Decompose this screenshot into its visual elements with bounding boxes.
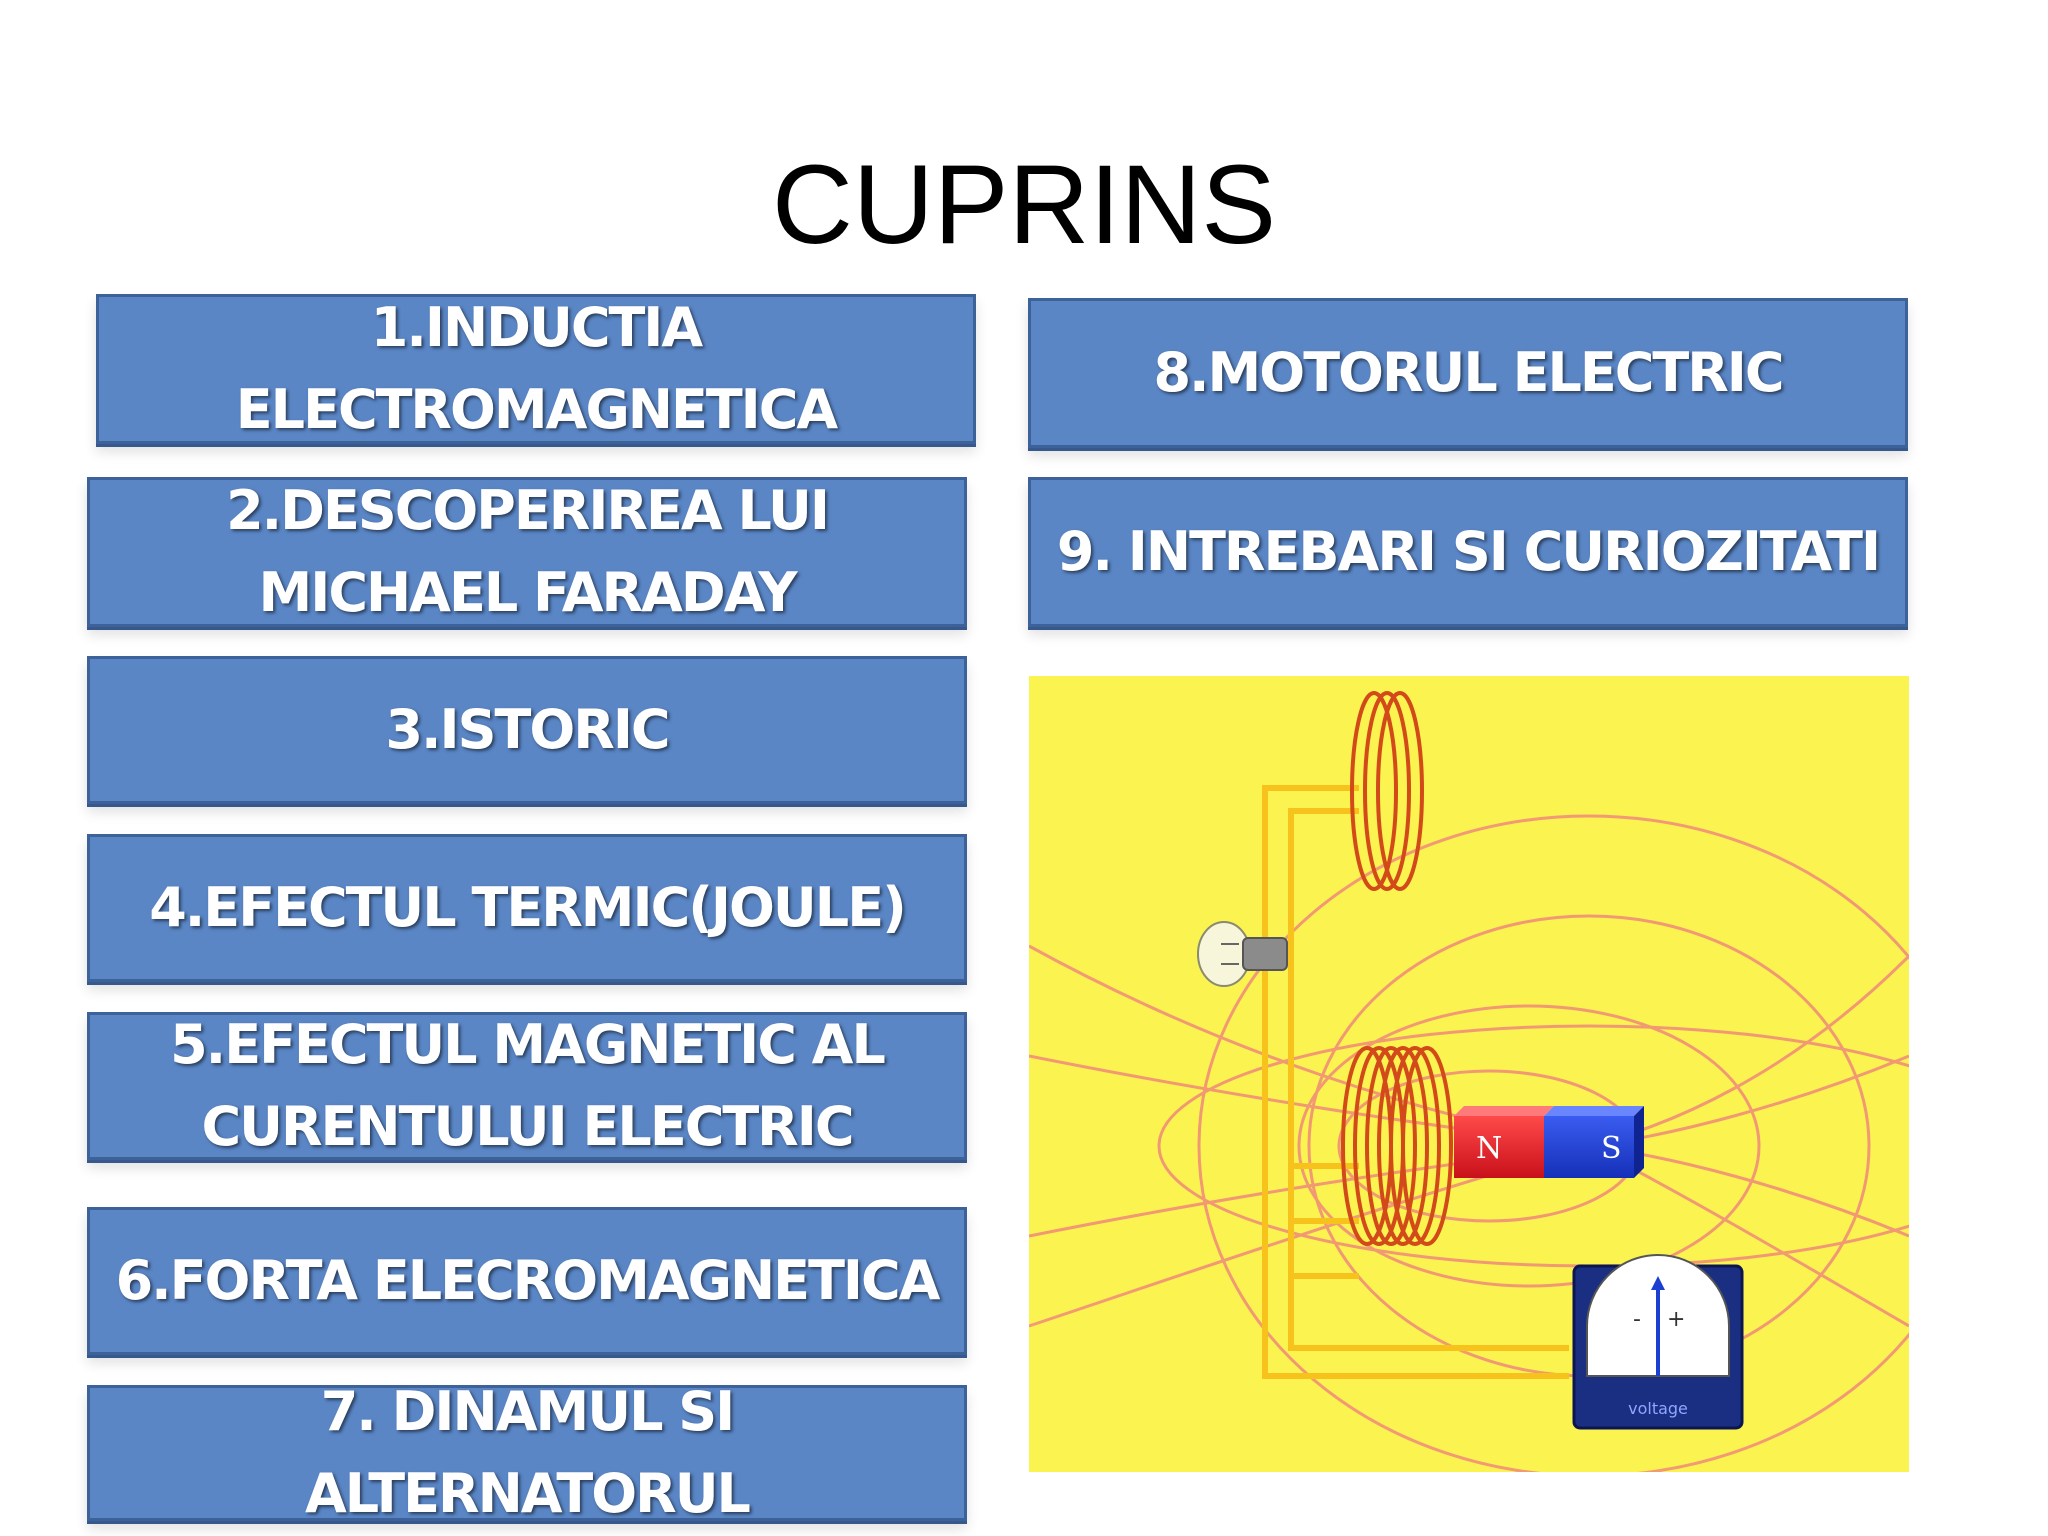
menu-item-descoperirea[interactable]: 2.DESCOPERIREA LUI MICHAEL FARADAY	[87, 477, 967, 627]
magnet-north-label: N	[1476, 1131, 1502, 1166]
menu-item-istoric[interactable]: 3.ISTORIC	[87, 656, 967, 804]
slide-title: CUPRINS	[771, 142, 1277, 267]
menu-item-label: 7. DINAMUL SI ALTERNATORUL	[305, 1380, 751, 1525]
meter-plus-label: +	[1667, 1307, 1685, 1332]
menu-item-efectul-magnetic[interactable]: 5.EFECTUL MAGNETIC AL CURENTULUI ELECTRI…	[87, 1012, 967, 1160]
menu-item-efectul-termic[interactable]: 4.EFECTUL TERMIC(JOULE)	[87, 834, 967, 982]
magnet-south-label: S	[1601, 1131, 1622, 1166]
bar-magnet: N S	[1454, 1106, 1644, 1178]
light-bulb-icon	[1197, 921, 1288, 987]
menu-item-label: 6.FORTA ELECROMAGNETICA	[115, 1249, 941, 1312]
menu-item-label: 9. INTREBARI SI CURIOZITATI	[1056, 520, 1881, 583]
menu-item-dinamul[interactable]: 7. DINAMUL SI ALTERNATORUL	[87, 1380, 967, 1525]
menu-item-label: 4.EFECTUL TERMIC(JOULE)	[149, 876, 907, 939]
menu-item-label: 1.INDUCTIA ELECTROMAGNETICA	[235, 296, 838, 441]
menu-item-label: 2.DESCOPERIREA LUI MICHAEL FARADAY	[226, 479, 830, 624]
menu-item-intrebari[interactable]: 9. INTREBARI SI CURIOZITATI	[1028, 477, 1908, 627]
menu-item-inductia[interactable]: 1.INDUCTIA ELECTROMAGNETICA	[96, 294, 976, 444]
menu-item-forta[interactable]: 6.FORTA ELECROMAGNETICA	[87, 1207, 967, 1355]
induction-diagram: N S - + voltage	[1029, 691, 1909, 1472]
menu-item-motorul[interactable]: 8.MOTORUL ELECTRIC	[1028, 298, 1908, 448]
meter-caption: voltage	[1628, 1399, 1688, 1418]
voltmeter: - + voltage	[1572, 1254, 1744, 1430]
main-coil	[1341, 1046, 1453, 1246]
menu-item-label: 8.MOTORUL ELECTRIC	[1153, 341, 1784, 404]
menu-item-label: 5.EFECTUL MAGNETIC AL CURENTULUI ELECTRI…	[170, 1013, 886, 1158]
menu-item-label: 3.ISTORIC	[385, 698, 670, 761]
circuit-wires	[1262, 785, 1569, 1379]
induction-illustration: N S - + voltage	[1029, 676, 1909, 1472]
top-coil	[1350, 691, 1424, 891]
meter-minus-label: -	[1633, 1307, 1641, 1332]
